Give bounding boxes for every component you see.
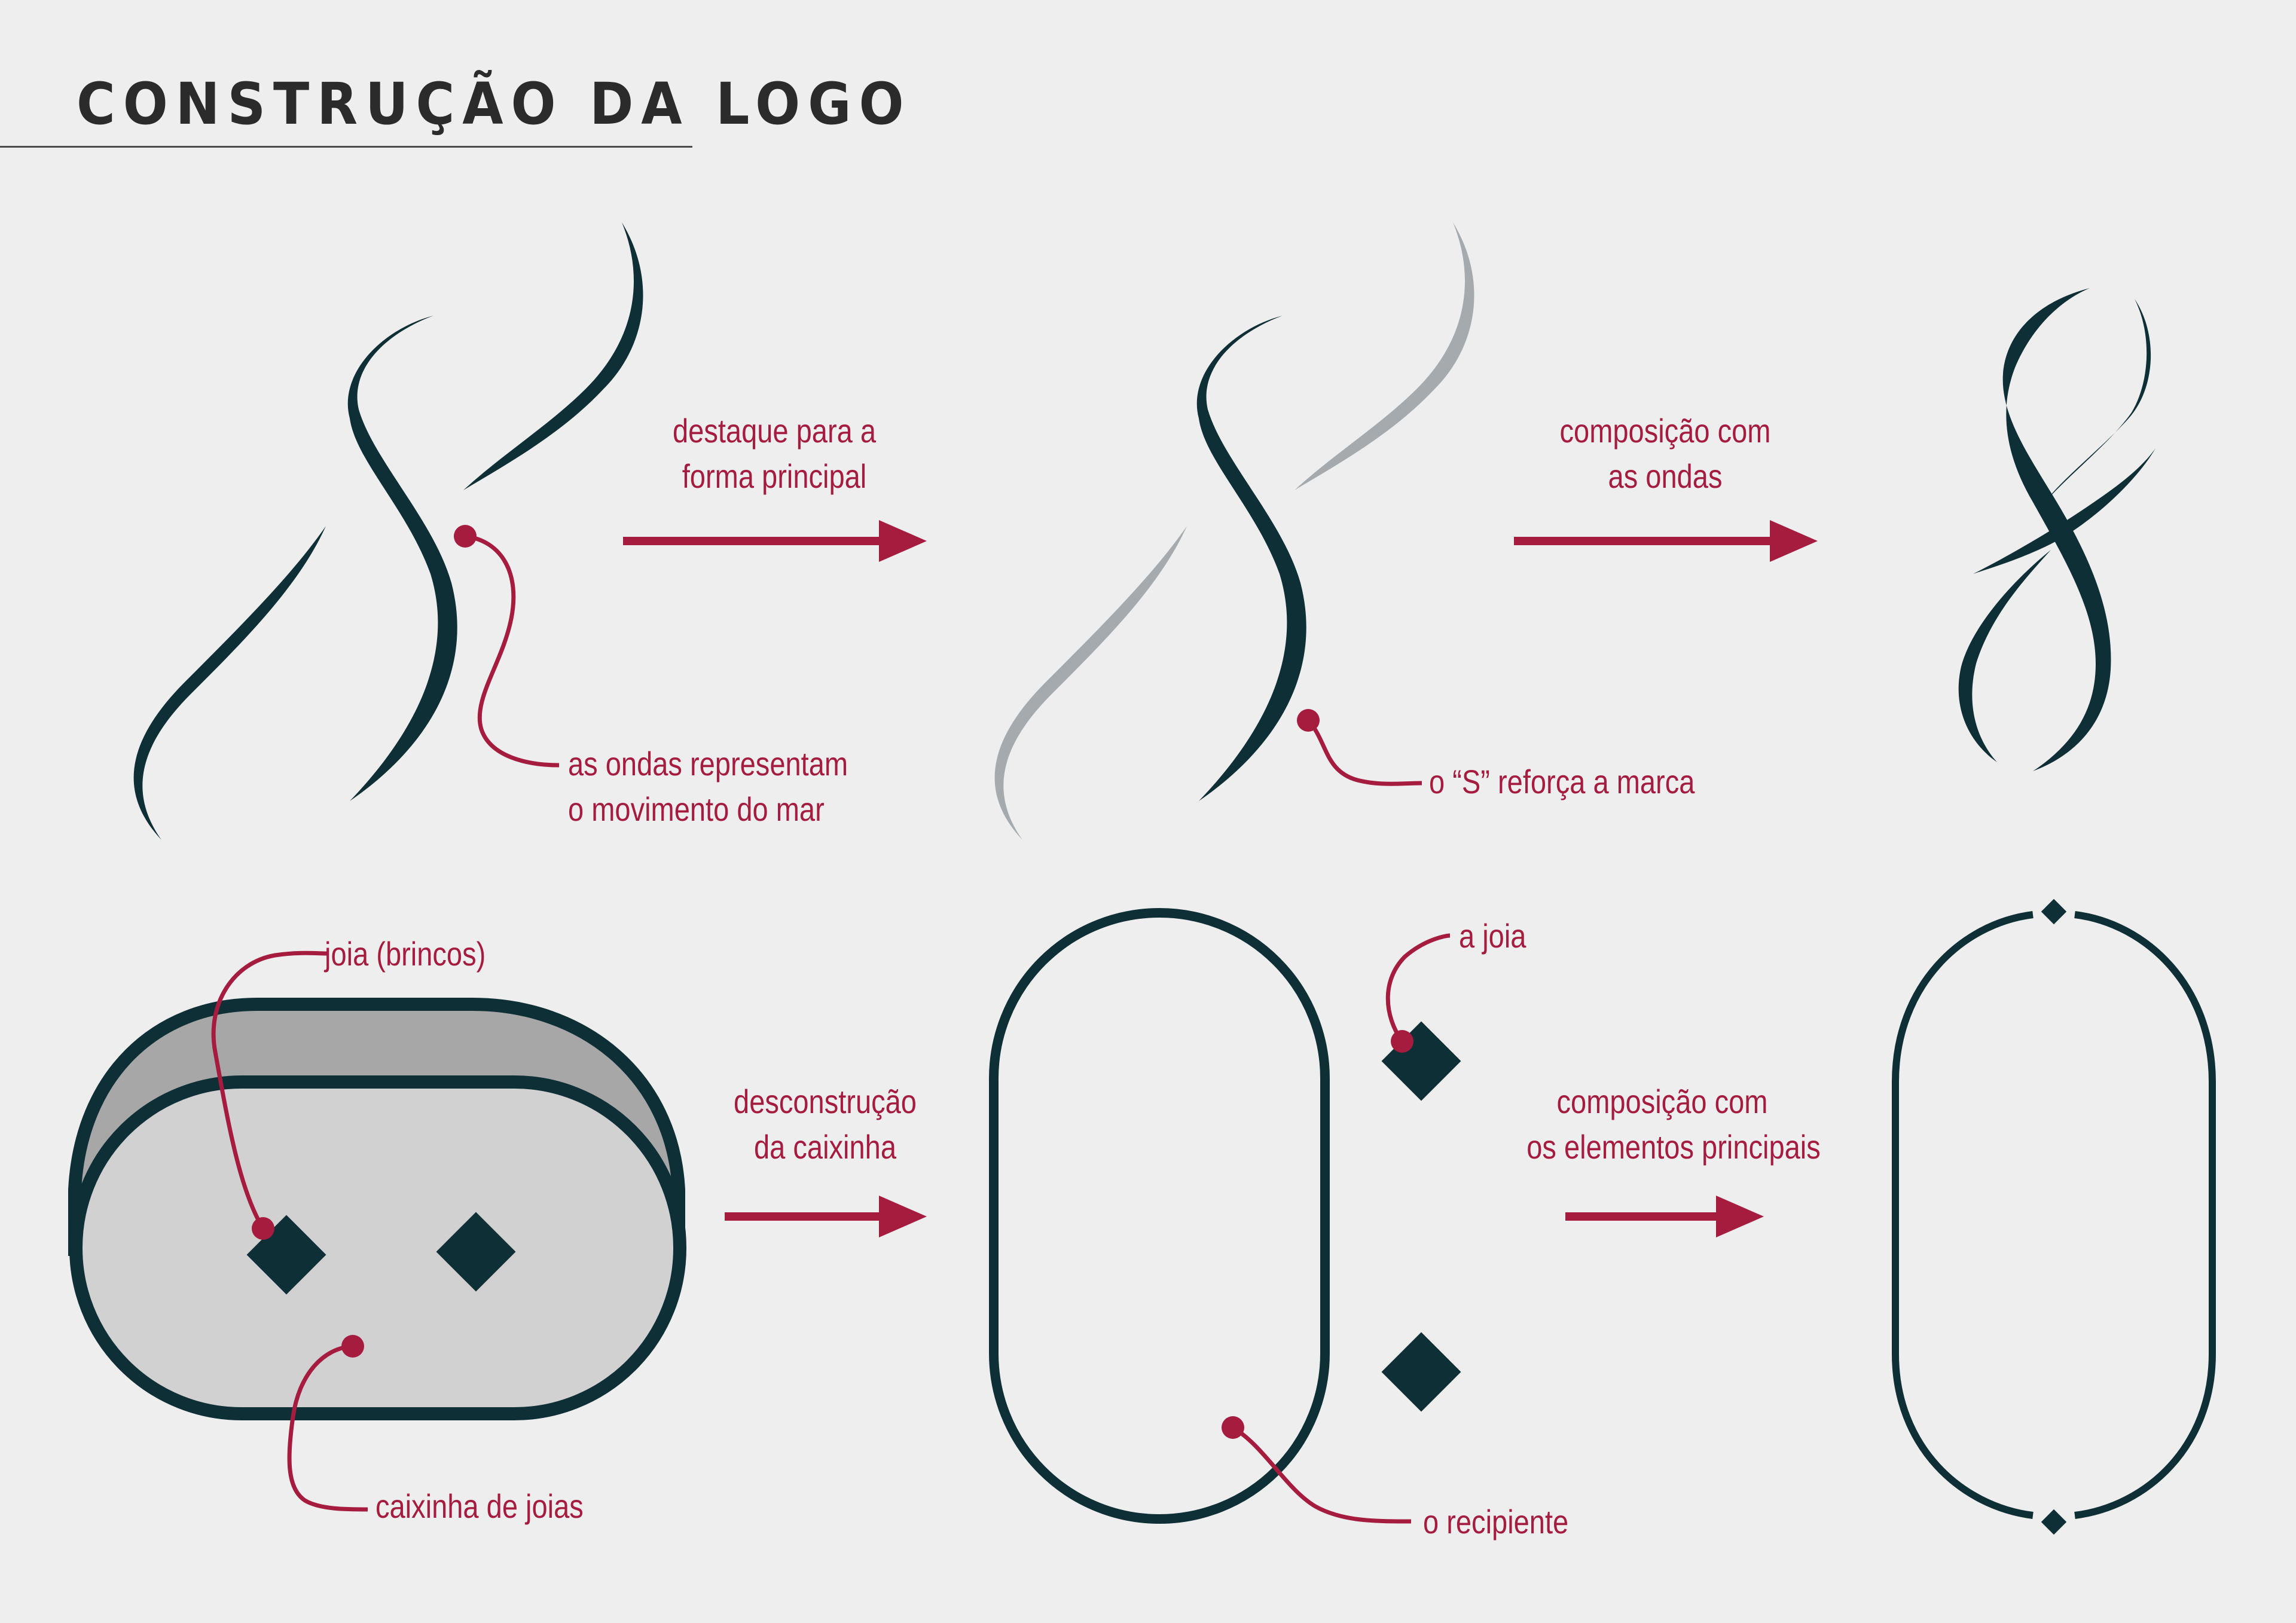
upper-wave-muted	[1294, 222, 1474, 490]
waves-callout-line	[454, 525, 560, 768]
box-body	[69, 1075, 686, 1420]
step-label-main-elements: composição com os elementos principais	[1526, 1079, 1821, 1170]
frame-left-arc	[1892, 911, 2034, 1519]
upper-wave-shape	[463, 222, 643, 490]
box-callout-line	[287, 1335, 368, 1512]
step-label-deconstruction-line2: da caixinha	[754, 1128, 896, 1166]
frame-right-arc	[2074, 911, 2216, 1519]
lower-wave-shape	[133, 526, 326, 840]
annotation-earrings-text: joia (brincos)	[325, 935, 486, 973]
final-wave-logo	[1958, 288, 2155, 771]
annotation-jewelry-box-text: caixinha de joias	[375, 1487, 584, 1525]
final-lower-wave	[1958, 550, 2051, 762]
step-label-main-elements-line1: composição com	[1556, 1083, 1768, 1120]
annotation-waves: as ondas representam o movimento do mar	[568, 741, 848, 832]
step-label-waves: composição com as ondas	[1552, 408, 1778, 499]
step-label-main-elements-line2: os elementos principais	[1526, 1128, 1821, 1166]
waves-and-s-sketch	[133, 222, 643, 840]
step-label-deconstruction-line1: desconstrução	[734, 1083, 917, 1120]
annotation-earrings: joia (brincos)	[325, 931, 486, 977]
page-title: CONSTRUÇÃO DA LOGO	[77, 71, 912, 137]
title-underline	[0, 146, 692, 148]
annotation-waves-line1: as ondas representam	[568, 745, 848, 783]
highlighted-s-sketch	[994, 222, 1474, 840]
container-outline	[989, 908, 1330, 1524]
step-label-highlight-line1: destaque para a	[672, 412, 877, 450]
frame-top-jewel-icon	[2041, 898, 2067, 925]
arrow-step1-row1	[623, 520, 927, 562]
step-label-deconstruction: desconstrução da caixinha	[720, 1079, 931, 1170]
annotation-s-text: o “S” reforça a marca	[1429, 763, 1695, 800]
annotation-jewelry-box: caixinha de joias	[375, 1484, 584, 1529]
step-label-highlight: destaque para a forma principal	[661, 408, 887, 499]
container-callout-line	[1222, 1416, 1412, 1524]
final-frame-logo	[1892, 898, 2216, 1535]
annotation-container: o recipiente	[1423, 1499, 1568, 1545]
annotation-container-text: o recipiente	[1423, 1503, 1569, 1541]
arrow-step1-row2	[725, 1196, 927, 1237]
earrings-callout-line	[211, 950, 328, 1240]
annotation-jewel: a joia	[1459, 913, 1526, 959]
jewel-upper-icon	[1381, 1021, 1461, 1101]
jewelry-box-drawing	[68, 998, 686, 1420]
s-callout-line	[1297, 709, 1422, 786]
step-label-waves-line2: as ondas	[1608, 457, 1723, 495]
jewel-lower-icon	[1381, 1332, 1461, 1412]
jewel-callout-line	[1385, 933, 1451, 1053]
annotation-waves-line2: o movimento do mar	[568, 790, 825, 828]
step-label-highlight-line2: forma principal	[682, 457, 867, 495]
annotation-s: o “S” reforça a marca	[1429, 759, 1694, 805]
annotation-jewel-text: a joia	[1459, 917, 1526, 955]
arrow-step2-row1	[1514, 520, 1818, 562]
s-curve-shape	[347, 316, 457, 801]
arrow-step2-row2	[1565, 1196, 1764, 1237]
lower-wave-muted	[994, 526, 1187, 840]
s-curve-highlight	[1196, 316, 1306, 801]
step-label-waves-line1: composição com	[1559, 412, 1771, 450]
frame-bottom-jewel-icon	[2041, 1509, 2067, 1535]
